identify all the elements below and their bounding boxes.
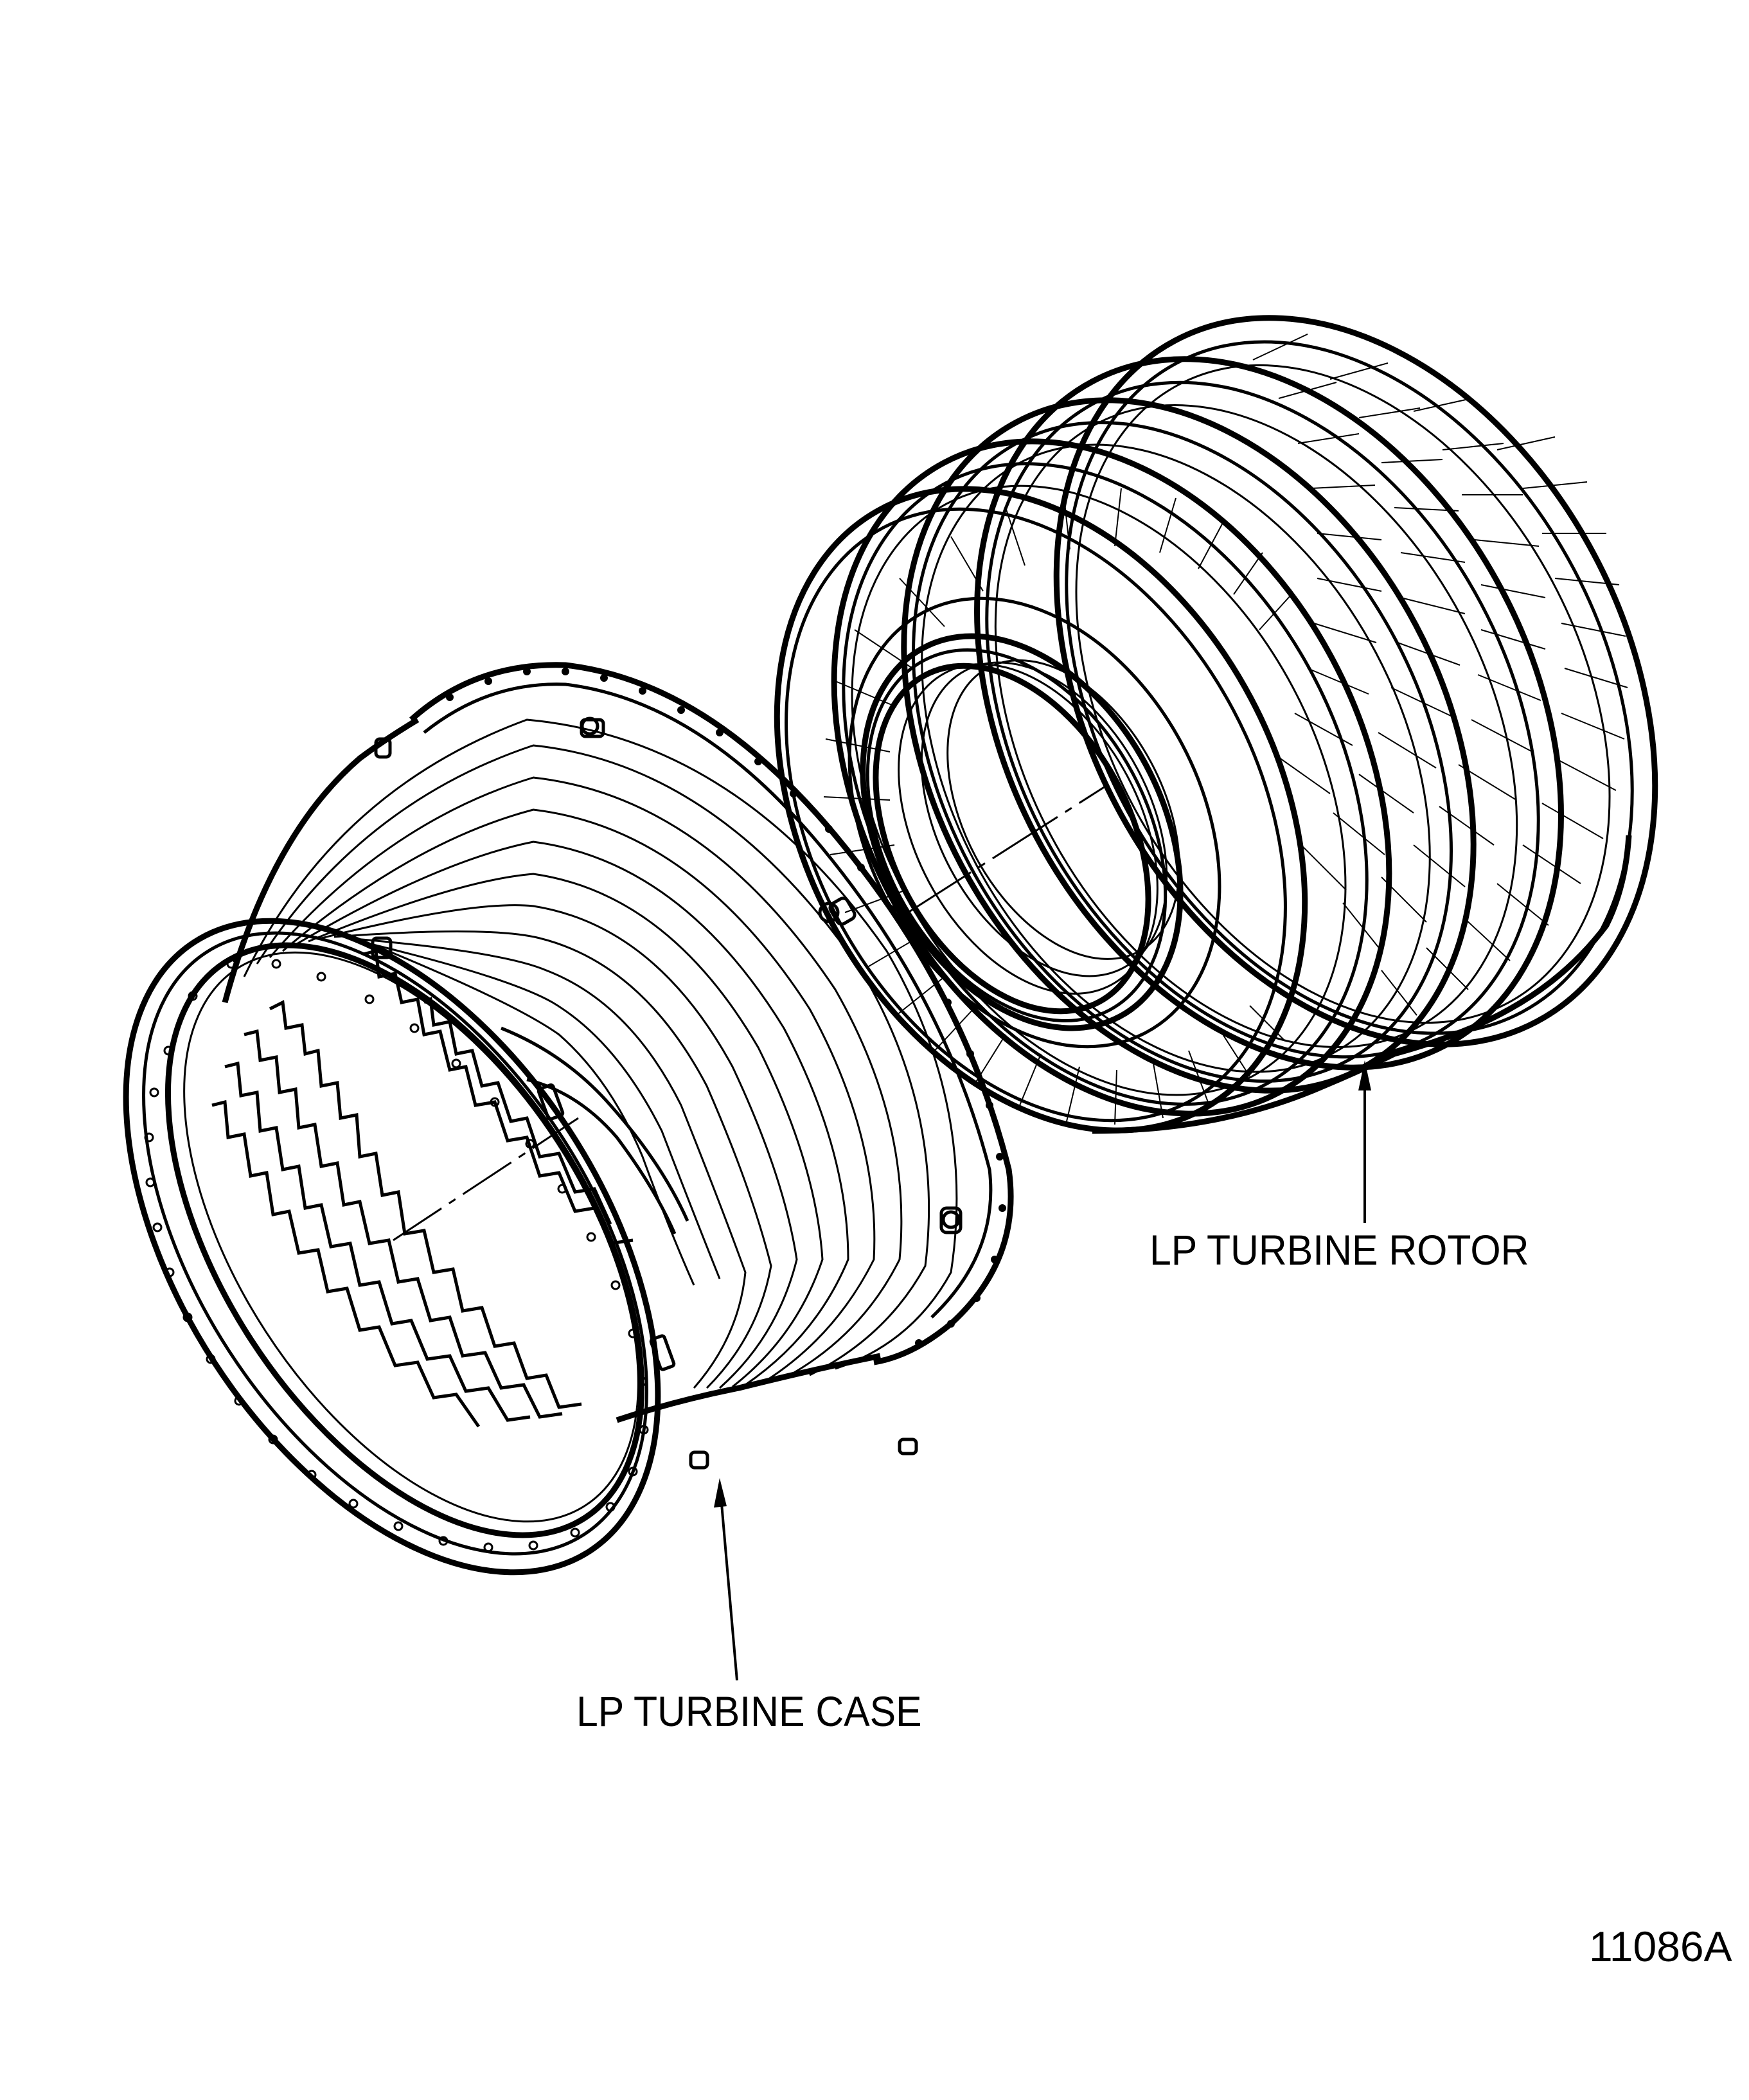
case-leader-line <box>714 1478 738 1681</box>
case-rear-flange-bolts <box>446 668 1006 1347</box>
lp-turbine-rotor-drawing <box>774 315 1658 1134</box>
centerline-case-to-rotor <box>905 784 1108 915</box>
rotor-stage-2 <box>974 356 1564 1071</box>
case-rear-flange <box>409 662 1014 1366</box>
case-callout-label: LP TURBINE CASE <box>576 1687 922 1735</box>
rotor-leader-line <box>1358 1060 1371 1223</box>
front-ring-rivets <box>144 959 649 1553</box>
stage-5-blade-hatching <box>823 488 1292 1125</box>
rotor-blade-hatching <box>1252 334 1628 1016</box>
rotor-bottom-contour <box>1092 835 1632 1134</box>
case-rib-lines <box>243 718 958 1389</box>
lp-turbine-case-drawing <box>123 662 1014 1576</box>
rotor-stage-3 <box>901 397 1477 1094</box>
rotor-hub-bore <box>848 596 1221 1049</box>
rotor-callout-label: LP TURBINE ROTOR <box>1150 1226 1529 1274</box>
centerline-case <box>393 1117 579 1241</box>
case-inner-vane-segments <box>211 948 634 1428</box>
rotor-stage-1 <box>1053 315 1658 1047</box>
case-outer-profile-top <box>222 717 420 1004</box>
figure-number: 11086A <box>1589 1923 1732 1970</box>
case-rear-flange-inner <box>423 682 993 1319</box>
case-inner-rear-ring <box>501 1026 689 1234</box>
